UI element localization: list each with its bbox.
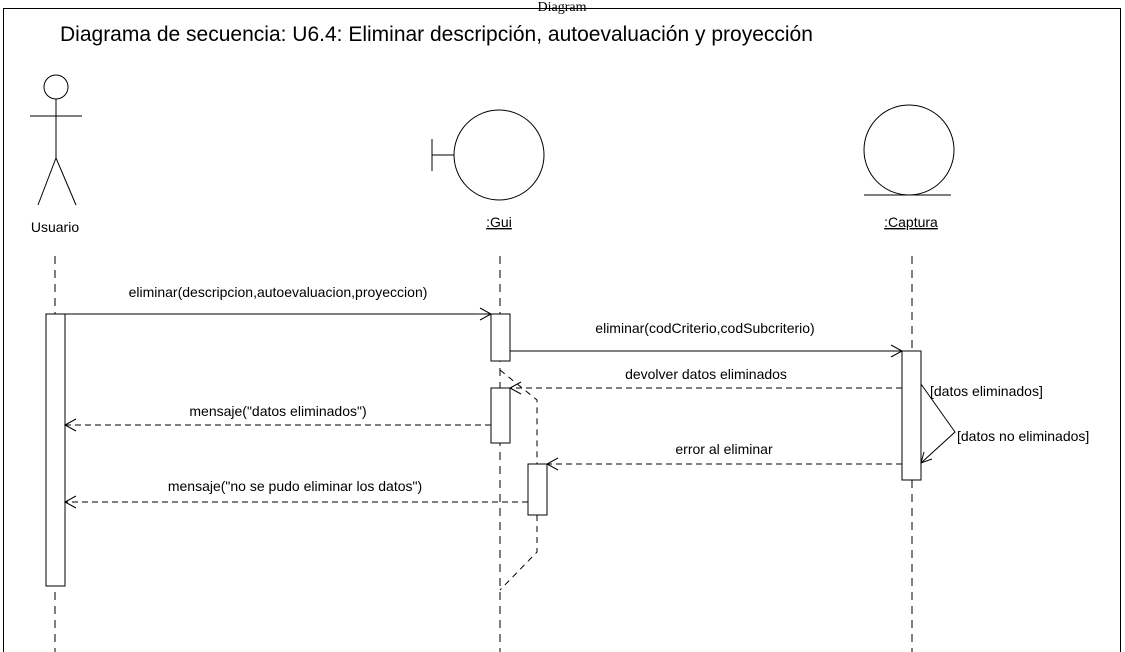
activation-captura	[901, 350, 922, 481]
boundary-icon[interactable]	[431, 109, 545, 201]
arrowhead-m2	[890, 344, 904, 358]
arrowhead-m4	[63, 418, 77, 432]
window-top-label: Diagram	[538, 0, 587, 15]
activation-usuario	[45, 313, 66, 587]
message-label-m6: mensaje("no se pudo eliminar los datos")	[168, 478, 422, 494]
branch-connector-upper	[499, 369, 538, 465]
actor-left-leg	[37, 157, 57, 206]
message-label-m5: error al eliminar	[675, 441, 773, 457]
activation-gui-2	[490, 387, 511, 444]
arrowhead-m6	[63, 495, 77, 509]
guard-label-g1: [datos eliminados]	[930, 383, 1043, 399]
participant-label-captura: :Captura	[884, 214, 938, 230]
entity-icon[interactable]	[863, 104, 955, 196]
diagram-title: Diagrama de secuencia: U6.4: Eliminar de…	[60, 23, 813, 46]
message-label-m1: eliminar(descripcion,autoevaluacion,proy…	[129, 284, 428, 300]
branch-self-arrow	[920, 383, 956, 464]
message-label-m4: mensaje("datos eliminados")	[189, 403, 366, 419]
branch-self-arrowhead	[920, 451, 933, 464]
message-label-m2: eliminar(codCriterio,codSubcriterio)	[595, 320, 814, 336]
participant-label-gui: :Gui	[486, 214, 512, 230]
message-label-m3: devolver datos eliminados	[625, 366, 787, 382]
activation-gui-3	[527, 463, 548, 516]
participant-label-usuario: Usuario	[31, 219, 79, 235]
actor-usuario[interactable]	[30, 74, 82, 206]
branch-connector-lower	[499, 515, 538, 591]
activation-gui-1	[490, 313, 511, 362]
guard-label-g2: [datos no eliminados]	[957, 428, 1089, 444]
arrowhead-m1	[479, 307, 493, 321]
arrowhead-m5	[545, 457, 559, 471]
diagram-frame	[3, 8, 1121, 652]
actor-right-leg	[55, 157, 77, 206]
arrowhead-m3	[508, 381, 522, 395]
